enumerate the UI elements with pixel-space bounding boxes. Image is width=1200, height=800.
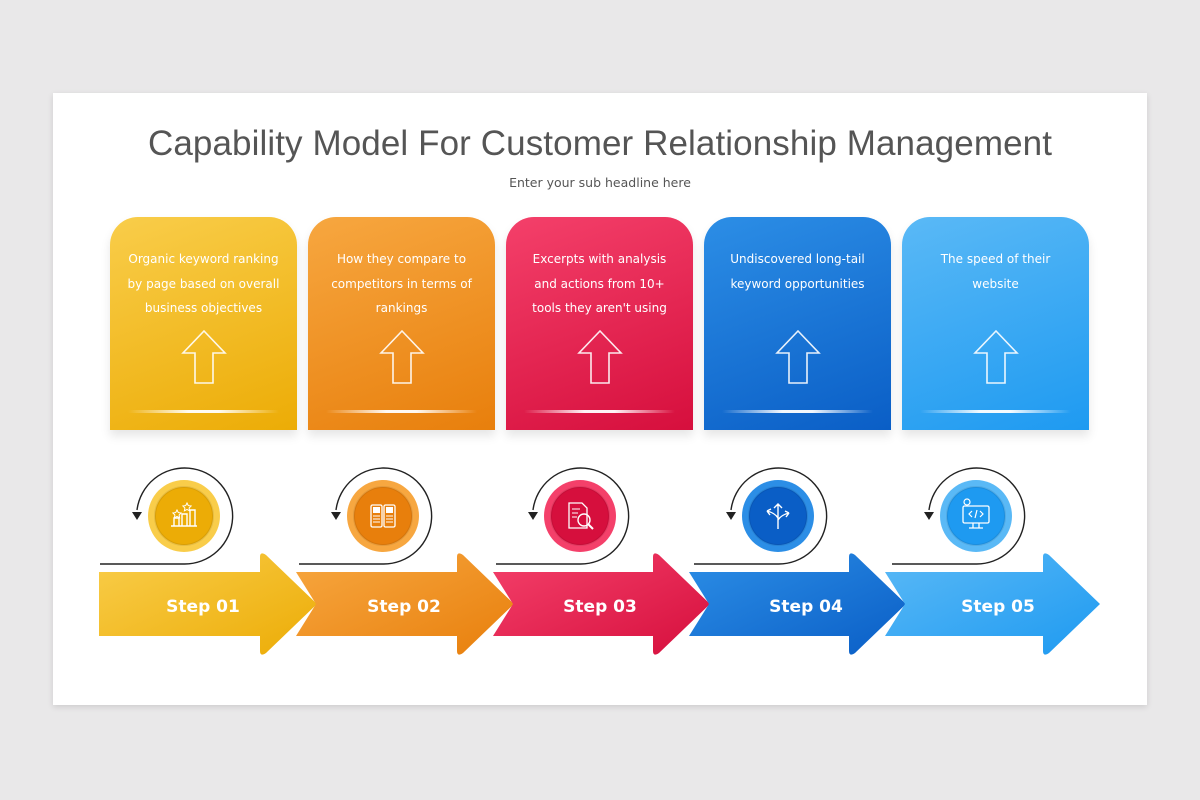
up-arrow-icon — [775, 329, 821, 384]
step-label-2: Step 02 — [367, 597, 441, 617]
ab-comparison-icon — [370, 504, 396, 528]
page-subtitle: Enter your sub headline here — [509, 175, 691, 190]
step-card-1: Organic keyword ranking by page based on… — [110, 217, 297, 430]
step-arrow-4 — [689, 553, 906, 655]
document-analysis-icon — [568, 502, 594, 530]
step-card-3: Excerpts with analysis and actions from … — [506, 217, 693, 430]
direction-arrows-icon — [766, 503, 790, 529]
step-card-text: How they compare to competitors in terms… — [331, 252, 472, 315]
up-arrow-icon — [379, 329, 425, 384]
step-arrow-2 — [296, 553, 514, 655]
cycle-arrowhead — [924, 512, 934, 520]
step-icon-circle-2 — [353, 486, 413, 546]
cycle-connector — [299, 467, 433, 565]
cycle-connector — [892, 467, 1026, 565]
step-label-3: Step 03 — [563, 597, 637, 617]
step-label-5: Step 05 — [961, 597, 1035, 617]
card-divider — [524, 410, 675, 413]
cycle-arrowhead — [331, 512, 341, 520]
ranking-chart-icon — [171, 501, 197, 527]
step-label-1: Step 01 — [166, 597, 240, 617]
step-card-text: The speed of their website — [940, 252, 1051, 291]
slide: Capability Model For Customer Relationsh… — [53, 93, 1147, 705]
step-card-2: How they compare to competitors in terms… — [308, 217, 495, 430]
card-divider — [920, 410, 1071, 413]
cycle-arrowhead — [726, 512, 736, 520]
step-label-4: Step 04 — [769, 597, 843, 617]
step-arrow-5 — [885, 553, 1100, 655]
step-arrow-1 — [99, 553, 317, 655]
cycle-connector — [694, 467, 828, 565]
cycle-arrowhead — [132, 512, 142, 520]
cycle-connector — [100, 467, 234, 565]
step-icon-circle-1 — [154, 486, 214, 546]
step-card-text: Organic keyword ranking by page based on… — [127, 252, 280, 315]
step-card-5: The speed of their website — [902, 217, 1089, 430]
cycle-arrowhead — [528, 512, 538, 520]
card-divider — [326, 410, 477, 413]
step-card-text: Undiscovered long-tail keyword opportuni… — [730, 252, 865, 291]
up-arrow-icon — [973, 329, 1019, 384]
up-arrow-icon — [577, 329, 623, 384]
step-card-text: Excerpts with analysis and actions from … — [532, 252, 667, 315]
step-card-4: Undiscovered long-tail keyword opportuni… — [704, 217, 891, 430]
computer-code-icon — [962, 498, 990, 529]
step-arrow-3 — [493, 553, 710, 655]
cycle-connector — [496, 467, 630, 565]
up-arrow-icon — [181, 329, 227, 384]
page-title: Capability Model For Customer Relationsh… — [147, 124, 1053, 163]
card-divider — [128, 410, 279, 413]
card-divider — [722, 410, 873, 413]
step-flow-diagram — [99, 467, 1100, 655]
